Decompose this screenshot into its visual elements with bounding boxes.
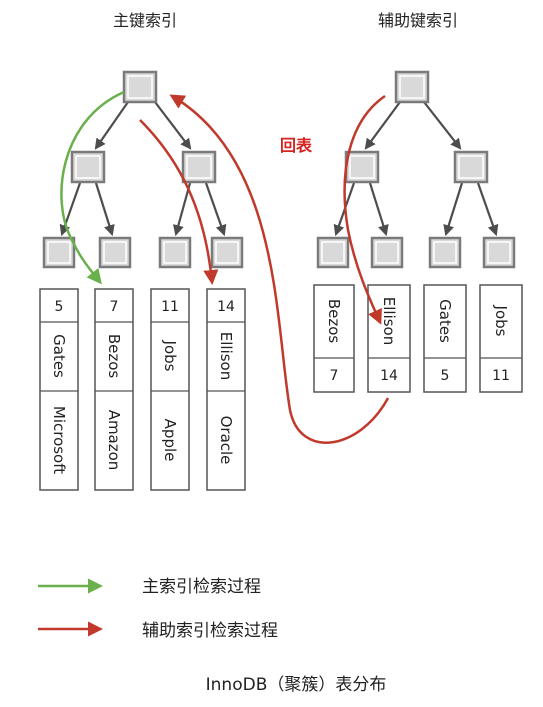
leaf-company: Oracle	[217, 416, 235, 465]
tree-node	[181, 150, 217, 184]
tree-node	[316, 236, 350, 269]
legend-primary-label: 主索引检索过程	[142, 577, 261, 597]
leaf-id: 5	[55, 299, 64, 315]
tree-node-root	[394, 70, 430, 104]
primary-index-tree: 5 Gates Microsoft 7 Bezos Amazon 11 Jobs…	[39, 70, 246, 491]
tree-edge	[368, 182, 389, 237]
tree-node	[98, 236, 132, 269]
leaf-name: Jobs	[492, 305, 510, 337]
tree-edge	[423, 101, 462, 150]
tree-node	[370, 236, 404, 269]
leaf-id: 5	[441, 368, 450, 384]
tree-node	[70, 150, 106, 184]
primary-leaf: 14 Ellison Oracle	[206, 288, 246, 491]
tree-edge	[204, 182, 227, 237]
diagram-caption: InnoDB（聚簇）表分布	[206, 675, 387, 695]
tree-edge	[443, 182, 464, 237]
leaf-company: Apple	[161, 419, 179, 462]
tree-node	[158, 236, 192, 269]
tree-edge	[59, 182, 82, 237]
leaf-company: Microsoft	[50, 406, 68, 474]
secondary-leaf: Bezos 7	[313, 284, 355, 393]
leaf-name: Bezos	[325, 299, 343, 344]
leaf-name: Ellison	[380, 297, 398, 345]
leaf-name: Jobs	[161, 340, 179, 372]
back-to-table-label: 回表	[280, 136, 313, 155]
primary-leaf: 11 Jobs Apple	[150, 288, 190, 491]
primary-index-title: 主键索引	[113, 11, 177, 30]
tree-node	[453, 150, 489, 184]
tree-edge	[173, 182, 192, 237]
leaf-id: 11	[492, 368, 510, 384]
primary-leaf: 5 Gates Microsoft	[39, 288, 79, 491]
tree-node	[482, 236, 516, 269]
leaf-id: 7	[110, 299, 119, 315]
leaf-name: Ellison	[217, 332, 235, 380]
leaf-id: 14	[380, 368, 398, 384]
leaf-id: 11	[161, 299, 179, 315]
secondary-leaf: Jobs 11	[479, 284, 523, 393]
tree-node	[210, 236, 244, 269]
leaf-id: 7	[330, 368, 339, 384]
leaf-name: Bezos	[105, 334, 123, 379]
legend-secondary-label: 辅助索引检索过程	[142, 621, 278, 641]
tree-edge	[154, 101, 192, 150]
primary-search-path	[60, 90, 125, 285]
primary-leaf: 7 Bezos Amazon	[94, 288, 134, 491]
secondary-index-tree: Bezos 7 Ellison 14 Gates 5 Jobs 11	[313, 70, 523, 393]
secondary-leaf: Gates 5	[423, 284, 467, 393]
tree-node	[42, 236, 76, 269]
leaf-company: Amazon	[105, 410, 123, 471]
legend: 主索引检索过程 辅助索引检索过程	[38, 577, 278, 641]
back-to-table-path	[169, 94, 390, 444]
tree-edge	[94, 101, 129, 150]
tree-edge	[476, 182, 499, 237]
secondary-index-title: 辅助键索引	[378, 11, 458, 30]
tree-edge	[364, 101, 401, 150]
secondary-search-primary-path	[139, 119, 219, 285]
leaf-name: Gates	[436, 299, 454, 343]
secondary-leaf: Ellison 14	[367, 284, 411, 393]
secondary-search-path	[343, 94, 386, 325]
tree-node	[428, 236, 462, 269]
tree-node-root	[122, 70, 158, 104]
leaf-id: 14	[217, 299, 235, 315]
leaf-name: Gates	[50, 334, 68, 378]
tree-edge	[94, 182, 115, 237]
